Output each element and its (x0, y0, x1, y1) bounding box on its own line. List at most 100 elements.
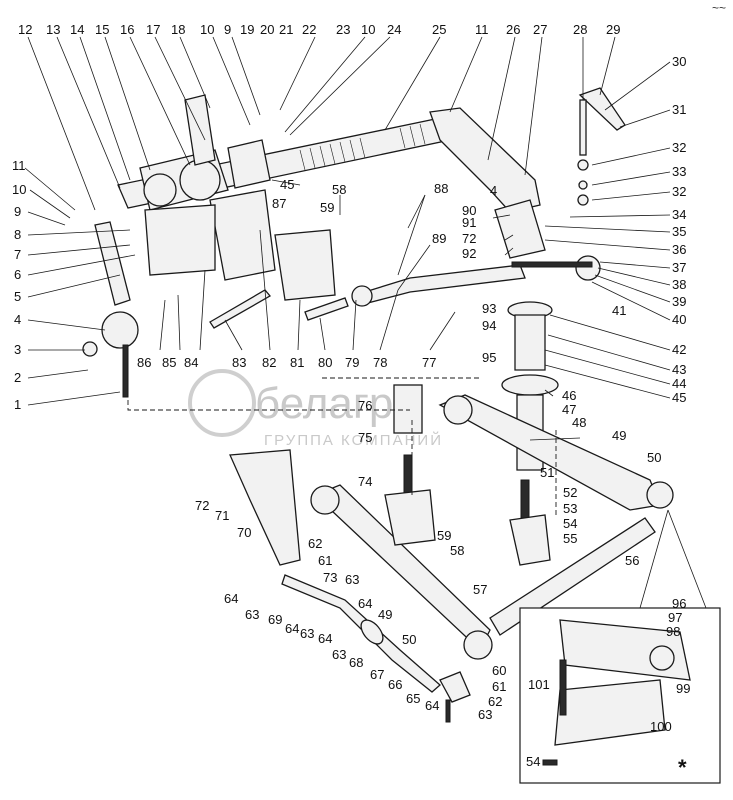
callout-62b: 62 (488, 694, 502, 709)
callout-79: 79 (345, 355, 359, 370)
chain-hook-62 (439, 671, 471, 703)
callout-74: 74 (358, 474, 372, 489)
callout-12: 12 (18, 22, 32, 37)
callout-64a: 64 (224, 591, 238, 606)
callout-42: 42 (672, 342, 686, 357)
stabilizer-chain (281, 574, 441, 693)
callout-7: 7 (14, 247, 21, 262)
lock-pin (579, 99, 587, 156)
callout-2: 2 (14, 370, 21, 385)
callout-10a: 10 (200, 22, 214, 37)
callout-73: 73 (323, 570, 337, 585)
callout-39: 39 (672, 294, 686, 309)
stabilizer-bracket-70 (229, 449, 301, 566)
callout-67: 67 (370, 667, 384, 682)
callout-77: 77 (422, 355, 436, 370)
callout-52: 52 (563, 485, 577, 500)
top-link-turnbuckle (354, 264, 526, 306)
callout-58b: 58 (450, 543, 464, 558)
lower-link-ball-front (310, 485, 340, 515)
callout-63a: 63 (245, 607, 259, 622)
callout-94: 94 (482, 318, 496, 333)
callout-51: 51 (540, 465, 554, 480)
callout-55: 55 (563, 531, 577, 546)
callout-29: 29 (606, 22, 620, 37)
mounting-bracket (209, 189, 276, 281)
lock-pin-handle (578, 87, 626, 131)
watermark-tagline: ГРУППА КОМПАНИЙ (264, 431, 443, 449)
callout-99: 99 (676, 681, 690, 696)
bearing-cup (143, 173, 177, 207)
inset-ball-99 (649, 645, 675, 671)
callout-10c: 10 (12, 182, 26, 197)
callout-75: 75 (358, 430, 372, 445)
callout-labels: 12 13 14 15 16 17 18 10 9 19 20 21 22 23… (12, 22, 690, 769)
callout-60: 60 (492, 663, 506, 678)
hub-flange (179, 159, 221, 201)
brace-fork-74 (384, 489, 436, 546)
inset-asterisk: * (678, 755, 687, 780)
callout-61a: 61 (318, 553, 332, 568)
screw-rod-53 (520, 479, 530, 521)
callout-70: 70 (237, 525, 251, 540)
callout-13: 13 (46, 22, 60, 37)
callout-40: 40 (672, 312, 686, 327)
callout-83: 83 (232, 355, 246, 370)
drawbar-56 (489, 517, 656, 636)
brace-rod-75 (403, 454, 413, 496)
callout-6: 6 (14, 267, 21, 282)
callout-3: 3 (14, 342, 21, 357)
callout-9b: 9 (14, 204, 21, 219)
callout-64e: 64 (425, 698, 439, 713)
leader-lines (24, 36, 671, 441)
callout-38: 38 (672, 277, 686, 292)
callout-19: 19 (240, 22, 254, 37)
adjust-rod (511, 261, 593, 268)
callout-64b: 64 (285, 621, 299, 636)
callout-97: 97 (668, 610, 682, 625)
side-bracket-81 (274, 229, 336, 301)
callout-32b: 32 (672, 184, 686, 199)
callout-5: 5 (14, 289, 21, 304)
callout-23: 23 (336, 22, 350, 37)
washer-32 (577, 159, 589, 171)
callout-8: 8 (14, 227, 21, 242)
reference-lines (127, 377, 557, 515)
callout-34: 34 (672, 207, 686, 222)
top-link-eye (351, 285, 373, 307)
corner-mark: ~~ (712, 1, 726, 15)
callout-11b: 11 (12, 158, 26, 173)
callout-4a: 4 (14, 312, 21, 327)
callout-54a: 54 (563, 516, 577, 531)
callout-69: 69 (268, 612, 282, 627)
brace-tube-76 (393, 384, 423, 434)
callout-37: 37 (672, 260, 686, 275)
callout-80: 80 (318, 355, 332, 370)
inset-drawbar-100 (554, 679, 666, 746)
callout-27: 27 (533, 22, 547, 37)
link-eye-38 (575, 255, 601, 281)
callout-14: 14 (70, 22, 84, 37)
lift-arm-eye (101, 311, 139, 349)
callout-54b: 54 (526, 754, 540, 769)
callout-84: 84 (184, 355, 198, 370)
brace-ball-upper (443, 395, 473, 425)
callout-31: 31 (672, 102, 686, 117)
callout-17: 17 (146, 22, 160, 37)
callout-15: 15 (95, 22, 109, 37)
callout-90: 90 (462, 203, 476, 218)
callout-16: 16 (120, 22, 134, 37)
callout-61b: 61 (492, 679, 506, 694)
callout-18: 18 (171, 22, 185, 37)
callout-11a: 11 (475, 22, 489, 37)
callout-53: 53 (563, 501, 577, 516)
callout-66: 66 (388, 677, 402, 692)
callout-93: 93 (482, 301, 496, 316)
callout-88: 88 (434, 181, 448, 196)
callout-43: 43 (672, 362, 686, 377)
screw-housing (514, 314, 546, 371)
callout-87: 87 (272, 196, 286, 211)
callout-63b: 63 (345, 572, 359, 587)
bolt-63 (445, 699, 451, 723)
callout-63d: 63 (332, 647, 346, 662)
